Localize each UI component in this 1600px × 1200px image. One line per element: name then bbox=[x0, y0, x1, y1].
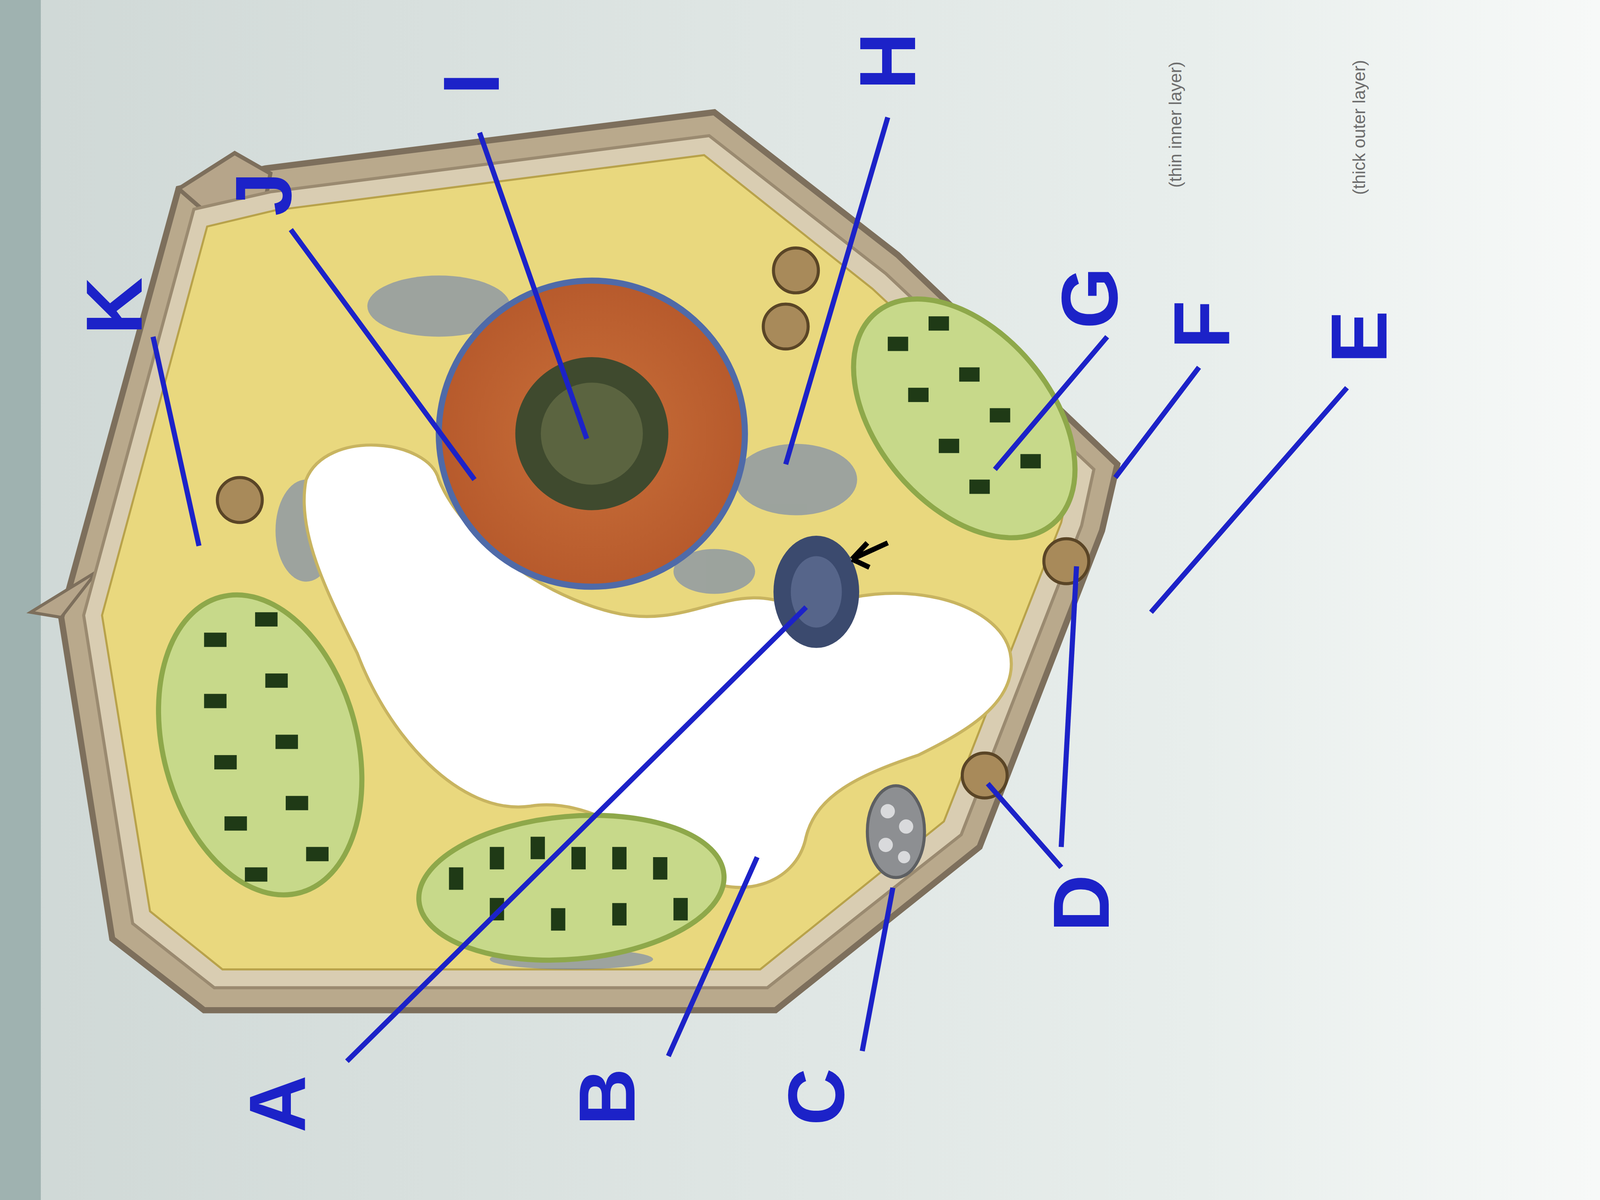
part-letter: G bbox=[1050, 267, 1130, 329]
part-letter: F bbox=[1162, 300, 1242, 349]
part-letter: C bbox=[776, 1068, 856, 1126]
part-letter: E bbox=[1319, 310, 1399, 364]
pointer-arrow bbox=[851, 542, 888, 568]
part-letter: J bbox=[223, 171, 303, 216]
part-letter: B bbox=[567, 1068, 647, 1126]
part-letter: H bbox=[848, 32, 928, 90]
layer-note: (thick outer layer) bbox=[1350, 59, 1368, 195]
starch-granule bbox=[867, 785, 925, 878]
inner-wall bbox=[83, 135, 1095, 988]
nucleolus-core bbox=[540, 382, 643, 485]
chloroplast bbox=[126, 571, 394, 918]
golgi bbox=[773, 535, 860, 649]
layer-note: (thin inner layer) bbox=[1166, 61, 1185, 188]
nucleus bbox=[438, 280, 745, 587]
part-letter: A bbox=[237, 1075, 318, 1133]
part-letter: D bbox=[1042, 874, 1122, 932]
cell-wall bbox=[61, 112, 1118, 1011]
leader-line bbox=[153, 117, 1348, 1062]
part-letter: K bbox=[74, 277, 154, 335]
part-letter: I bbox=[431, 72, 512, 95]
nucleolus bbox=[515, 357, 669, 511]
mitochondrion bbox=[217, 248, 1089, 799]
screen-edge bbox=[0, 0, 41, 1200]
